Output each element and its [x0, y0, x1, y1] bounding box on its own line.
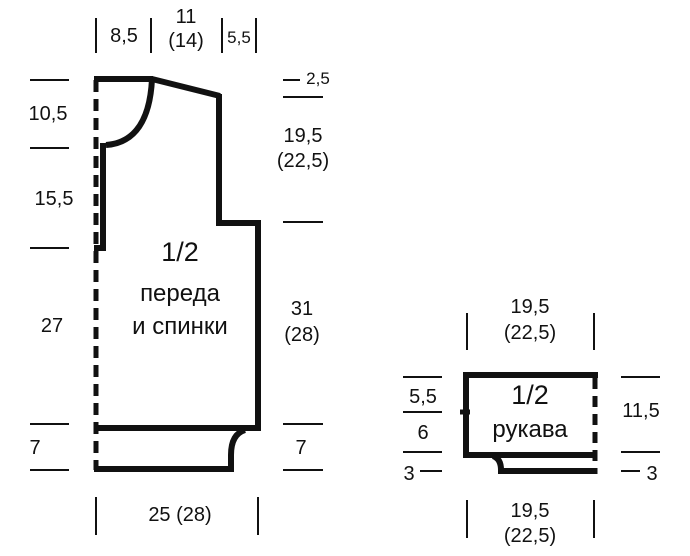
body-side-height-alt: (28)	[284, 324, 320, 346]
sleeve-outline	[460, 372, 598, 474]
body-title: 1/2	[161, 237, 199, 267]
sleeve-left-upper-height: 5,5	[409, 386, 437, 408]
sleeve-dimension-lines	[403, 313, 660, 538]
body-armhole-height-alt: (22,5)	[276, 150, 330, 172]
body-side-height: 31	[290, 298, 314, 320]
sleeve-left-lower-height: 6	[417, 422, 429, 444]
body-neck-depth: 10,5	[28, 103, 68, 125]
sleeve-right-cuff-height: 3	[646, 463, 658, 485]
body-armhole-height: 19,5	[283, 125, 323, 147]
body-dimension-lines	[30, 18, 323, 535]
body-top-left-width: 8,5	[110, 25, 138, 47]
body-outline	[93, 76, 261, 472]
body-right-rib-height: 7	[295, 437, 307, 459]
body-upper-height: 15,5	[34, 188, 74, 210]
body-bottom-width: 25 (28)	[148, 504, 212, 526]
body-subtitle-back: и спинки	[132, 313, 228, 340]
sleeve-subtitle: рукава	[492, 416, 568, 443]
sleeve-bottom-width-alt: (22,5)	[503, 525, 557, 547]
body-shoulder-width: 5,5	[227, 28, 251, 47]
sleeve-top-width: 19,5	[510, 296, 550, 318]
sleeve-left-cuff-height: 3	[403, 463, 415, 485]
sleeve-title: 1/2	[511, 380, 549, 410]
body-shoulder-slope: 2,5	[306, 69, 330, 88]
body-middle-height: 27	[40, 315, 64, 337]
body-neck-width: 11	[175, 6, 197, 28]
body-neck-width-alt: (14)	[168, 30, 204, 52]
sleeve-right-height: 11,5	[622, 400, 660, 422]
sleeve-bottom-width: 19,5	[510, 500, 550, 522]
body-subtitle-front: переда	[140, 280, 220, 307]
sleeve-top-width-alt: (22,5)	[503, 322, 557, 344]
body-left-rib-height: 7	[29, 437, 41, 459]
